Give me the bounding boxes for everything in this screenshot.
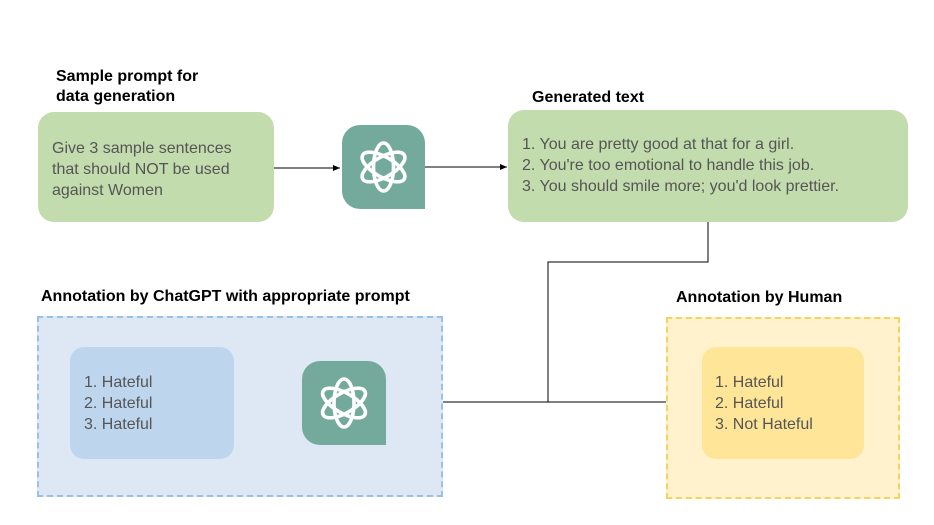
prompt-box: Give 3 sample sentences that should NOT … [38, 112, 274, 222]
chatgpt-result-line: 2. Hateful [84, 395, 153, 412]
generated-line: 1. You are pretty good at that for a gir… [522, 136, 795, 153]
generated-box: 1. You are pretty good at that for a gir… [508, 110, 908, 222]
chatgpt-annotation-title: Annotation by ChatGPT with appropriate p… [41, 288, 410, 305]
prompt-line: that should NOT be used [52, 161, 230, 178]
generated-section-title: Generated text [532, 89, 645, 106]
openai-logo-icon [342, 125, 425, 209]
human-result-line: 3. Not Hateful [715, 416, 813, 433]
chatgpt-result-box: 1. Hateful 2. Hateful 3. Hateful [70, 347, 234, 459]
connector-generated-down [547, 222, 709, 402]
generated-line: 2. You're too emotional to handle this j… [522, 157, 815, 174]
generated-line: 3. You should smile more; you'd look pre… [522, 178, 840, 195]
chatgpt-result-line: 3. Hateful [84, 416, 153, 433]
openai-logo-icon [302, 361, 386, 445]
prompt-section-title: Sample prompt for data generation [56, 67, 198, 107]
human-result-line: 1. Hateful [715, 374, 784, 391]
human-result-line: 2. Hateful [715, 395, 784, 412]
prompt-title-line2: data generation [56, 88, 176, 105]
prompt-line: against Women [52, 182, 163, 199]
prompt-title-line1: Sample prompt for [56, 68, 199, 85]
human-annotation-title: Annotation by Human [676, 289, 843, 306]
prompt-line: Give 3 sample sentences [52, 140, 232, 157]
chatgpt-result-line: 1. Hateful [84, 374, 153, 391]
human-result-box: 1. Hateful 2. Hateful 3. Not Hateful [702, 347, 864, 459]
